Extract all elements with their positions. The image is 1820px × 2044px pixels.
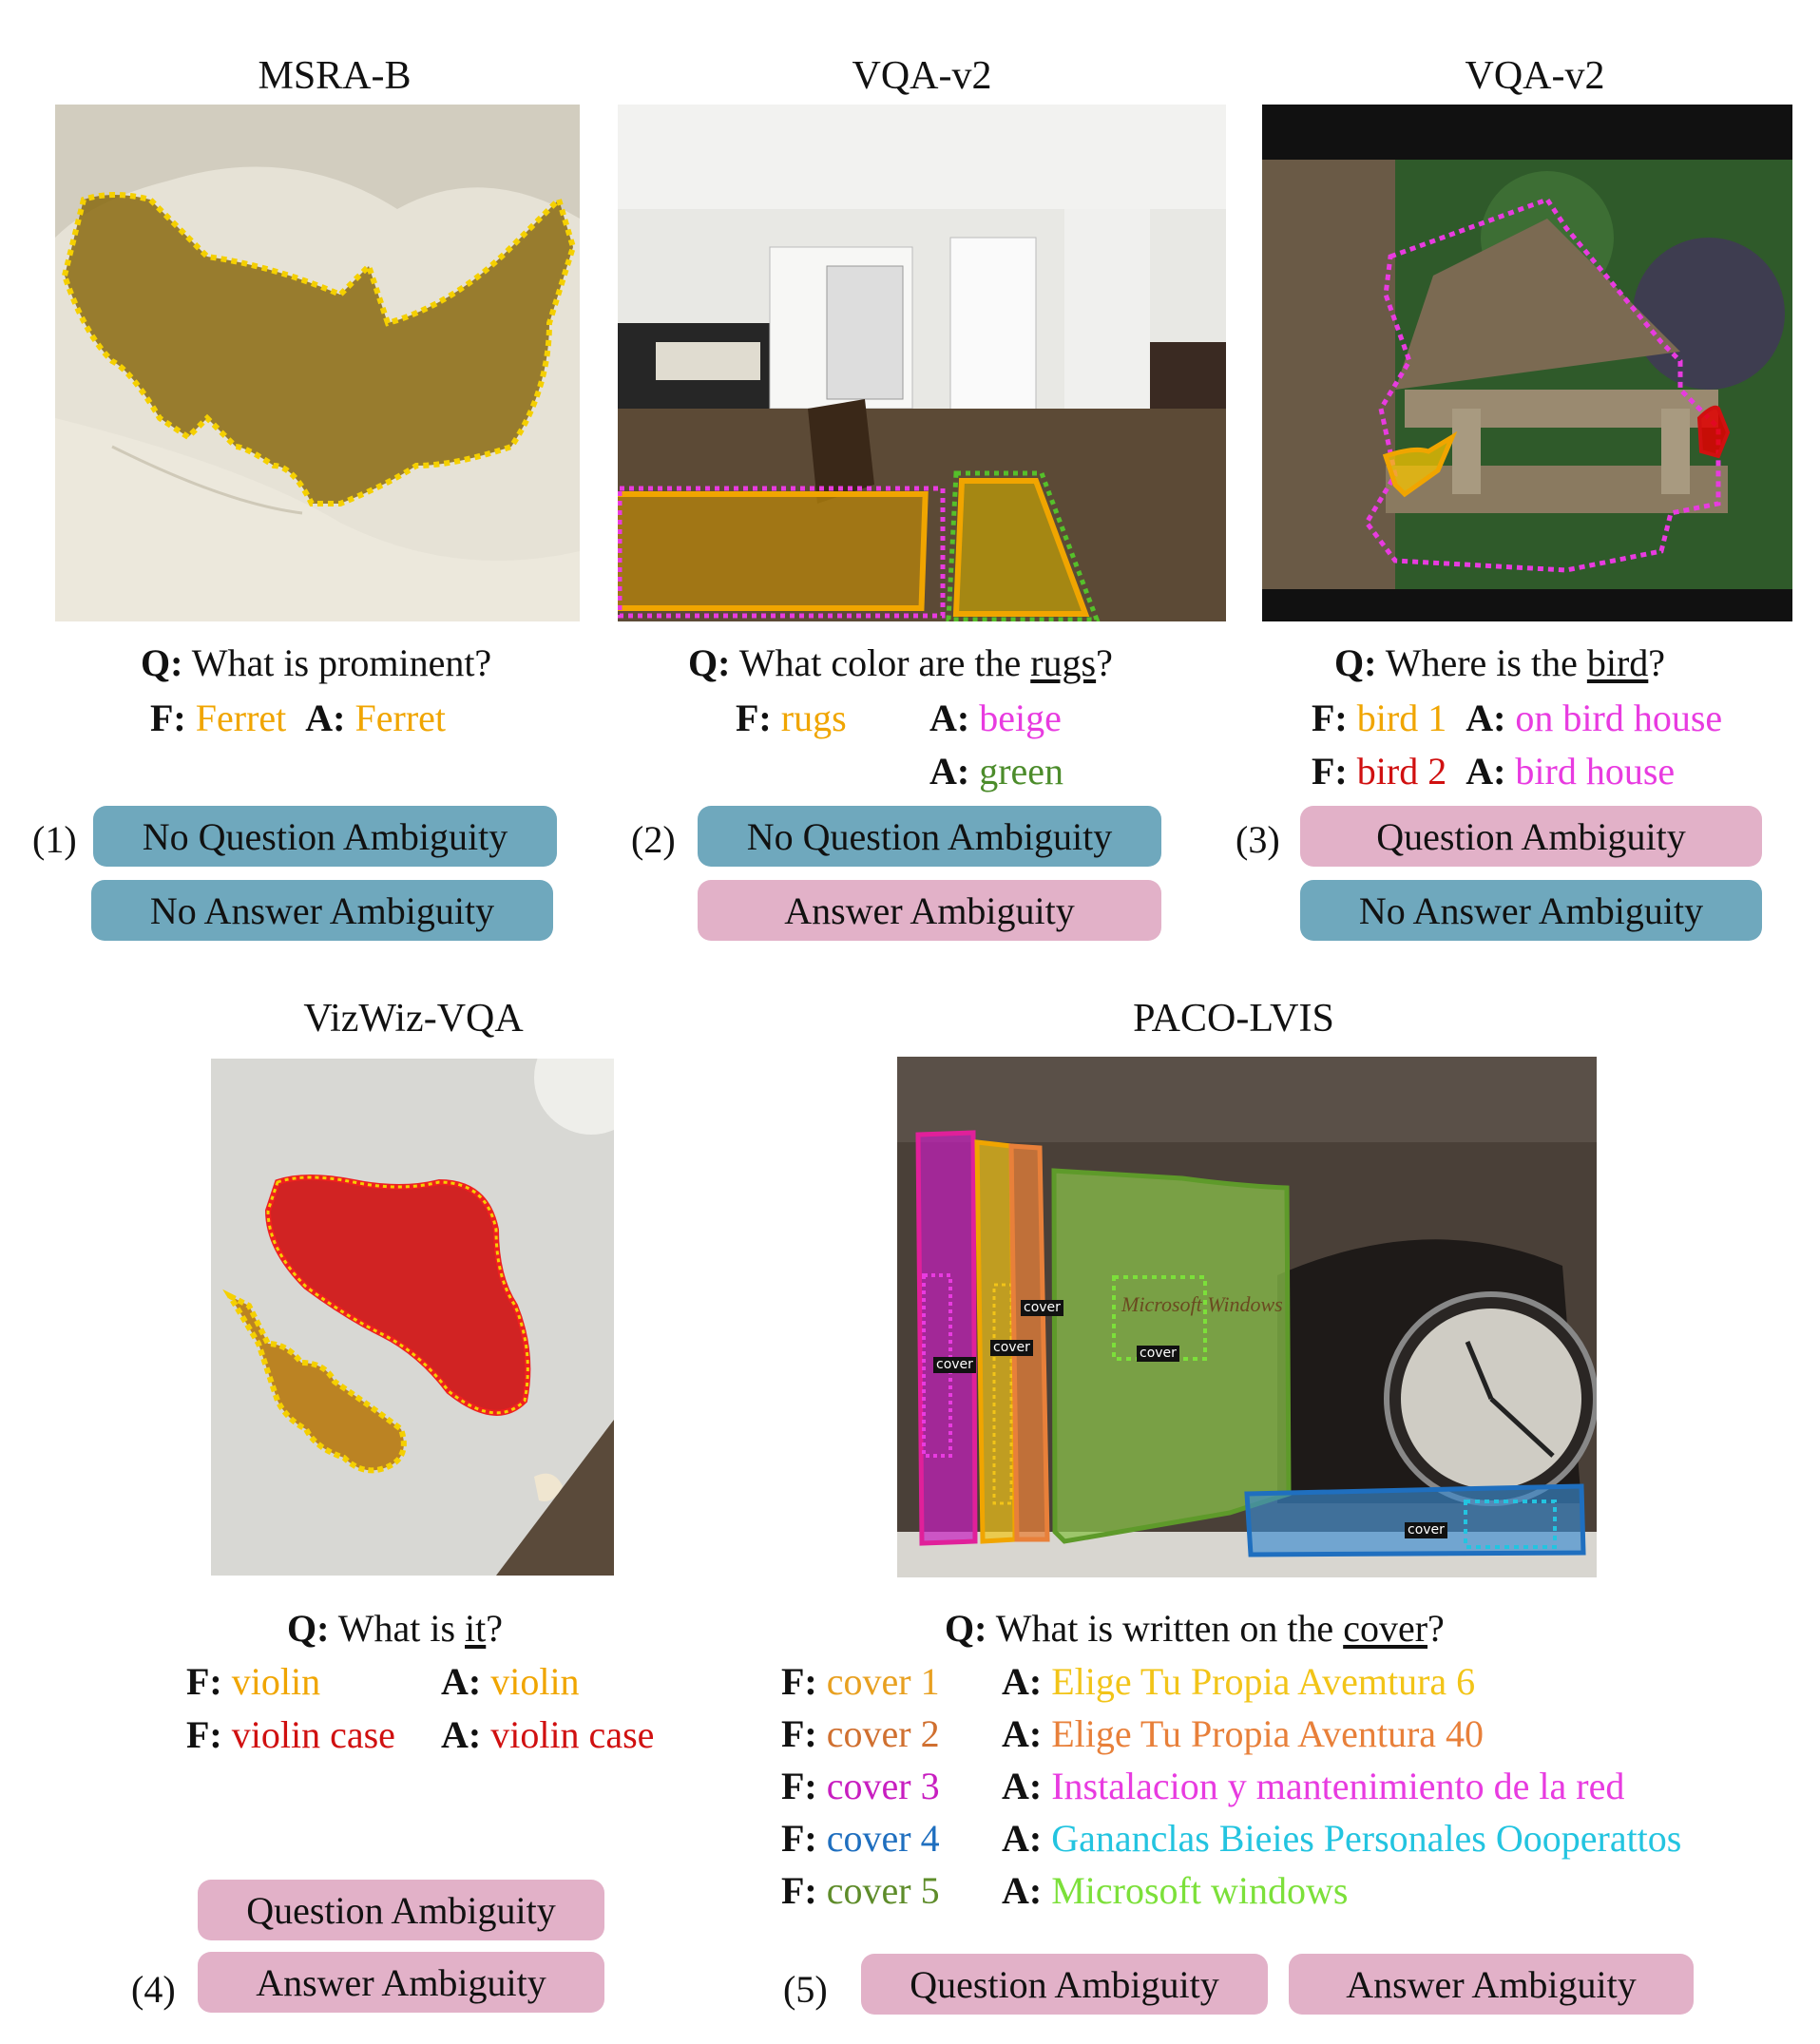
panel5-a2: A: Elige Tu Propia Aventura 40 xyxy=(1002,1712,1485,1755)
panel4-a2: A: violin case xyxy=(441,1713,655,1756)
panel4-image xyxy=(211,1059,614,1576)
no-question-ambiguity-badge: No Question Ambiguity xyxy=(698,806,1161,867)
panel4-title: VizWiz-VQA xyxy=(303,997,524,1041)
panel1-image xyxy=(55,105,580,621)
panel5-a3: A: Instalacion y mantenimiento de la red xyxy=(1002,1765,1625,1807)
panel4-index: (4) xyxy=(131,1968,176,2011)
panel2-a2: A: green xyxy=(929,750,1064,793)
panel2-title: VQA-v2 xyxy=(852,54,992,98)
birdhouse-mask xyxy=(1363,196,1721,573)
bird2-mask xyxy=(1696,405,1731,459)
panel5-f2: F: cover 2 xyxy=(781,1712,940,1755)
panel3-row2: F: bird 2 A: bird house xyxy=(1312,750,1676,793)
panel3-title: VQA-v2 xyxy=(1465,54,1605,98)
panel5-index: (5) xyxy=(783,1968,828,2011)
panel1-index: (1) xyxy=(32,818,77,861)
no-answer-ambiguity-badge: No Answer Ambiguity xyxy=(1300,880,1762,941)
panel5-question: Q: What is written on the cover? xyxy=(945,1607,1445,1650)
panel5-a5: A: Microsoft windows xyxy=(1002,1869,1349,1912)
cover-tag-5: cover xyxy=(1137,1346,1179,1362)
panel5-a1: A: Elige Tu Propia Avemtura 6 xyxy=(1002,1660,1476,1703)
cover-tag-4: cover xyxy=(1405,1522,1447,1538)
question-ambiguity-badge: Question Ambiguity xyxy=(861,1954,1268,2015)
panel5-image: Microsoft Windows cover cover cover cove… xyxy=(897,1057,1597,1577)
answer-ambiguity-badge: Answer Ambiguity xyxy=(698,880,1161,941)
q-label: Q: xyxy=(141,641,183,684)
book-text: Microsoft Windows xyxy=(1121,1292,1283,1316)
panel5-a4: A: Gananclas Bieies Personales Oooperatt… xyxy=(1002,1817,1682,1860)
panel2-f: F: rugs xyxy=(736,697,847,739)
answer-ambiguity-badge: Answer Ambiguity xyxy=(198,1952,604,2013)
panel2-image xyxy=(618,105,1226,621)
bird1-mask xyxy=(1382,430,1458,498)
panel3-index: (3) xyxy=(1236,818,1280,861)
panel3-row1: F: bird 1 A: on bird house xyxy=(1312,697,1723,739)
panel4-f1: F: violin xyxy=(186,1660,321,1703)
question-ambiguity-badge: Question Ambiguity xyxy=(198,1880,604,1940)
panel4-f2: F: violin case xyxy=(186,1713,395,1756)
panel1-question: Q: What is prominent? xyxy=(141,641,492,684)
panel1-title: MSRA-B xyxy=(258,54,412,98)
panel5-f4: F: cover 4 xyxy=(781,1817,940,1860)
panel4-a1: A: violin xyxy=(441,1660,580,1703)
no-question-ambiguity-badge: No Question Ambiguity xyxy=(93,806,557,867)
panel5-f5: F: cover 5 xyxy=(781,1869,940,1912)
panel4-question: Q: What is it? xyxy=(287,1607,504,1650)
panel5-title: PACO-LVIS xyxy=(1133,997,1334,1041)
book3-mask xyxy=(915,1130,978,1546)
book4-mask xyxy=(1244,1483,1586,1557)
panel3-question: Q: Where is the bird? xyxy=(1334,641,1666,684)
panel5-f3: F: cover 3 xyxy=(781,1765,940,1807)
panel2-a1: A: beige xyxy=(929,697,1062,739)
no-answer-ambiguity-badge: No Answer Ambiguity xyxy=(91,880,553,941)
answer-ambiguity-badge: Answer Ambiguity xyxy=(1289,1954,1694,2015)
panel2-question: Q: What color are the rugs? xyxy=(688,641,1113,684)
panel2-index: (2) xyxy=(631,818,676,861)
question-ambiguity-badge: Question Ambiguity xyxy=(1300,806,1762,867)
panel5-f1: F: cover 1 xyxy=(781,1660,940,1703)
panel3-image xyxy=(1262,105,1792,621)
panel1-fa: F: Ferret A: Ferret xyxy=(150,697,447,739)
cover-tag-1: cover xyxy=(990,1340,1033,1356)
rug1-mask xyxy=(618,491,929,611)
rug2-mask xyxy=(952,478,1090,617)
cover-tag-3: cover xyxy=(933,1357,976,1373)
cover-tag-2: cover xyxy=(1021,1300,1063,1316)
violin-mask xyxy=(222,1289,407,1474)
ferret-mask xyxy=(61,192,577,506)
